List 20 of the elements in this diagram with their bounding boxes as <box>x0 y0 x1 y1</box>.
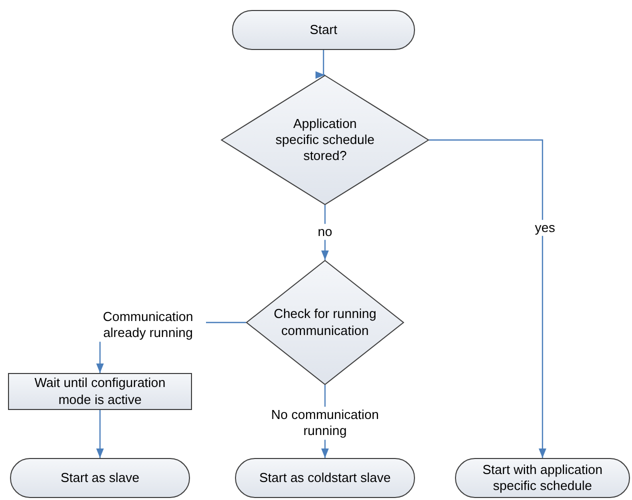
terminal-pill <box>455 458 630 498</box>
connector-arrow <box>321 205 329 260</box>
terminal-pill <box>10 458 190 498</box>
edge-label: yes <box>532 220 558 236</box>
terminal-pill <box>235 458 415 498</box>
connector-arrow <box>429 139 546 458</box>
decision-diamond <box>221 75 429 205</box>
node-text: Start <box>310 22 338 38</box>
node-text: Start with application specific schedule <box>482 462 604 494</box>
node-text: Start as slave <box>60 470 140 486</box>
node-text: Application specific schedule stored? <box>275 116 375 164</box>
decision-diamond <box>246 260 404 385</box>
terminal-pill <box>232 10 415 50</box>
node-text: Wait until configuration mode is active <box>33 375 167 408</box>
edge-label: no <box>316 224 334 240</box>
node-text: Check for running communication <box>272 306 378 339</box>
process-box <box>8 373 192 410</box>
connector-arrow <box>96 410 104 458</box>
connector-arrow <box>315 50 325 79</box>
node-text: Start as coldstart slave <box>259 470 391 486</box>
